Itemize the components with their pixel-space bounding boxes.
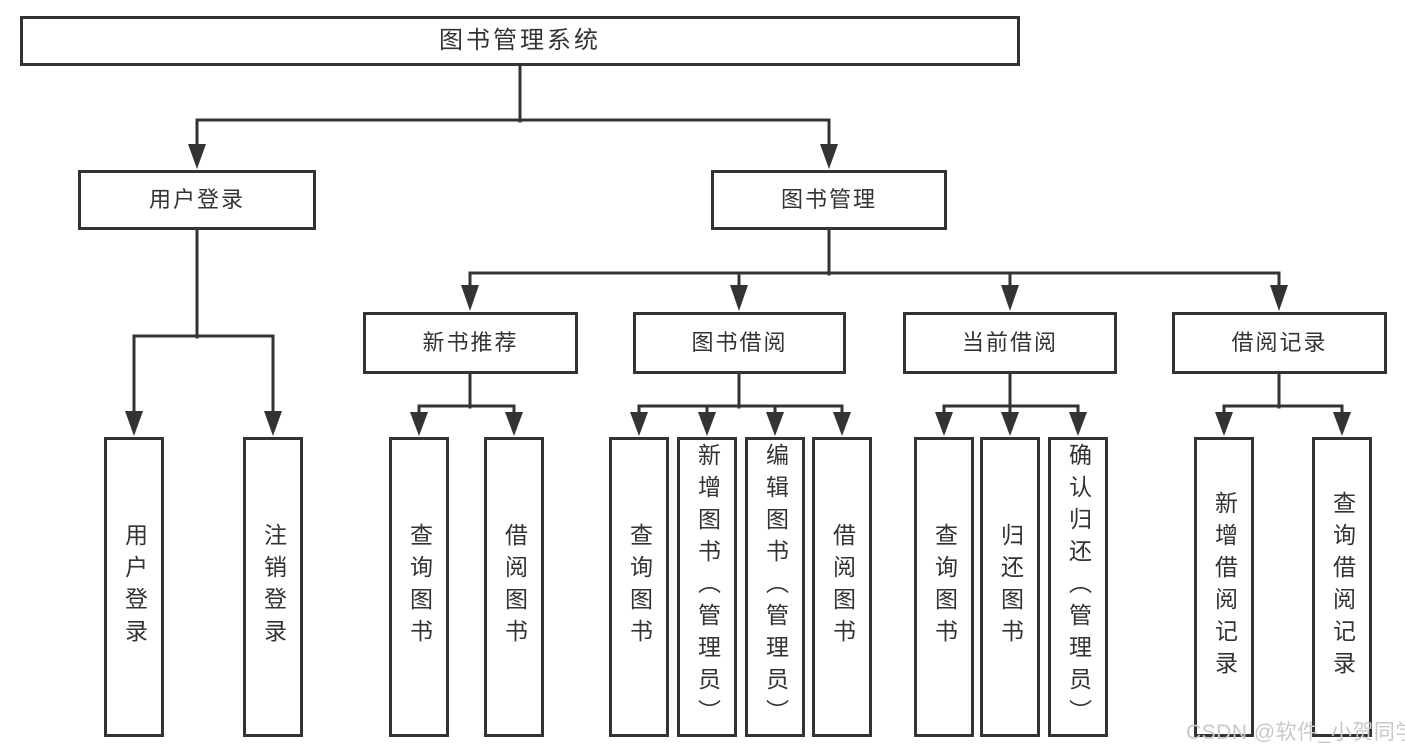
node-leaf-bb-borrow-book-label: 借阅图书 — [829, 523, 856, 651]
node-leaf-cur-return-book-label: 归还图书 — [997, 523, 1024, 651]
node-leaf-logout-label: 注销登录 — [260, 523, 287, 651]
node-current-borrow-label: 当前借阅 — [961, 329, 1058, 355]
node-leaf-rl-add-record-label: 新增借阅记录 — [1211, 491, 1238, 683]
node-new-book-rec-label: 新书推荐 — [422, 329, 519, 355]
node-leaf-rec-query-book-label: 查询图书 — [406, 523, 433, 651]
edges-current-borrow — [935, 372, 1087, 436]
node-book-borrow-label: 图书借阅 — [691, 329, 788, 355]
node-leaf-bb-add-book-label: 新增图书（管理员） — [694, 443, 721, 731]
node-user-login-label: 用户登录 — [148, 186, 245, 212]
edges-user-login — [125, 228, 282, 436]
node-book-borrow: 图书借阅 — [633, 312, 846, 374]
node-leaf-cur-confirm-return-label: 确认归还（管理员） — [1065, 443, 1092, 731]
node-leaf-rl-query-record: 查询借阅记录 — [1312, 437, 1372, 737]
csdn-watermark: CSDN @软件_小贺同学 — [1186, 721, 1405, 744]
node-leaf-cur-return-book: 归还图书 — [980, 437, 1040, 737]
edges-root — [188, 64, 838, 169]
node-new-book-rec: 新书推荐 — [363, 312, 578, 374]
node-leaf-bb-query-book-label: 查询图书 — [626, 523, 653, 651]
node-book-mgmt-label: 图书管理 — [780, 186, 877, 212]
node-leaf-rec-query-book: 查询图书 — [389, 437, 449, 737]
node-leaf-rl-add-record: 新增借阅记录 — [1194, 437, 1254, 737]
node-leaf-bb-query-book: 查询图书 — [609, 437, 669, 737]
edges-book-mgmt — [461, 228, 1288, 311]
node-borrow-records: 借阅记录 — [1172, 312, 1387, 374]
node-leaf-bb-borrow-book: 借阅图书 — [812, 437, 872, 737]
node-leaf-bb-add-book: 新增图书（管理员） — [677, 437, 737, 737]
node-root: 图书管理系统 — [20, 16, 1020, 66]
node-leaf-user-login: 用户登录 — [104, 437, 164, 737]
node-leaf-logout: 注销登录 — [243, 437, 303, 737]
node-leaf-rec-borrow-book: 借阅图书 — [484, 437, 544, 737]
edges-book-borrow — [630, 372, 851, 436]
node-leaf-bb-edit-book-label: 编辑图书（管理员） — [762, 443, 789, 731]
node-user-login: 用户登录 — [78, 170, 316, 230]
node-root-label: 图书管理系统 — [439, 26, 601, 54]
node-current-borrow: 当前借阅 — [903, 312, 1117, 374]
edges-borrow-records — [1215, 372, 1351, 436]
node-leaf-rec-borrow-book-label: 借阅图书 — [501, 523, 528, 651]
node-leaf-cur-confirm-return: 确认归还（管理员） — [1048, 437, 1108, 737]
edges-new-book-rec — [410, 372, 523, 436]
node-leaf-cur-query-book: 查询图书 — [914, 437, 974, 737]
node-leaf-bb-edit-book: 编辑图书（管理员） — [745, 437, 805, 737]
node-book-mgmt: 图书管理 — [711, 170, 947, 230]
node-leaf-user-login-label: 用户登录 — [121, 523, 148, 651]
node-leaf-cur-query-book-label: 查询图书 — [931, 523, 958, 651]
node-borrow-records-label: 借阅记录 — [1231, 329, 1328, 355]
node-leaf-rl-query-record-label: 查询借阅记录 — [1329, 491, 1356, 683]
